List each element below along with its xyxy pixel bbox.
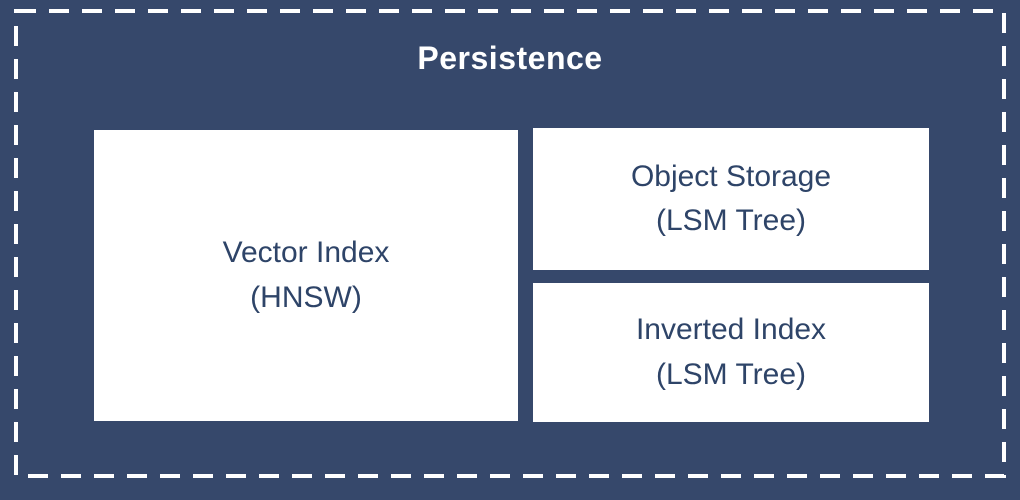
inverted-index-label-line2: (LSM Tree) <box>655 357 807 391</box>
inverted-index-box: Inverted Index (LSM Tree) <box>533 283 929 422</box>
object-storage-label-line2: (LSM Tree) <box>655 204 807 237</box>
inverted-index-label-line1: Inverted Index <box>635 313 827 347</box>
diagram-title: Persistence <box>417 40 603 76</box>
object-storage-box: Object Storage (LSM Tree) <box>533 128 929 270</box>
vector-index-label-line1: Vector Index <box>222 236 390 270</box>
vector-index-label-line2: (HNSW) <box>250 280 362 314</box>
vector-index-box: Vector Index (HNSW) <box>94 130 518 421</box>
object-storage-label-line1: Object Storage <box>630 159 832 193</box>
